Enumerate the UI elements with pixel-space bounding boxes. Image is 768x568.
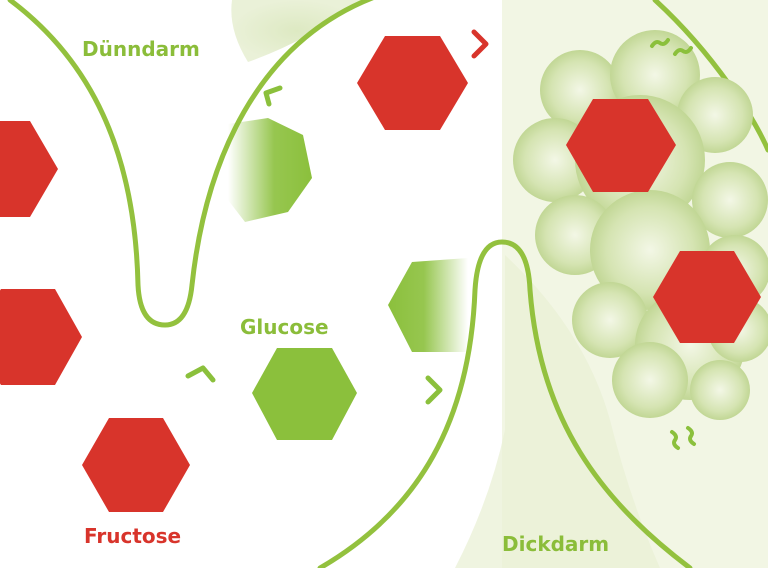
chevron-arrow-icon (471, 29, 489, 59)
small-intestine-label: Dünndarm (82, 37, 200, 61)
fructose-molecules (0, 36, 761, 512)
chevron-arrow-icon (425, 375, 443, 405)
wavy-gas-lines-icon (650, 38, 696, 450)
absorbed-glucose-icon (228, 118, 312, 222)
villus-wall-right (317, 239, 693, 568)
fructose-label: Fructose (84, 524, 182, 548)
hexagon-molecule-icon (82, 418, 190, 512)
absorbed-glucose-icon (388, 258, 468, 352)
hexagon-molecule-icon (566, 99, 676, 192)
glucose-label: Glucose (240, 315, 329, 339)
hexagon-molecule-icon (0, 121, 58, 217)
glucose-molecule-icon (252, 348, 357, 440)
villus-shadow (231, 0, 362, 62)
chevron-arrow-icon (185, 365, 216, 383)
chevron-arrow-icon (263, 85, 283, 107)
hexagon-molecule-icon (357, 36, 468, 130)
hexagon-molecule-icon (653, 251, 761, 343)
villus-wall-left (7, 0, 375, 328)
gas-line (650, 38, 670, 48)
gas-line (673, 46, 693, 56)
gas-line (670, 430, 680, 450)
large-intestine-label: Dickdarm (502, 532, 610, 556)
hexagon-molecule-icon (0, 289, 82, 385)
gas-line (686, 426, 696, 446)
